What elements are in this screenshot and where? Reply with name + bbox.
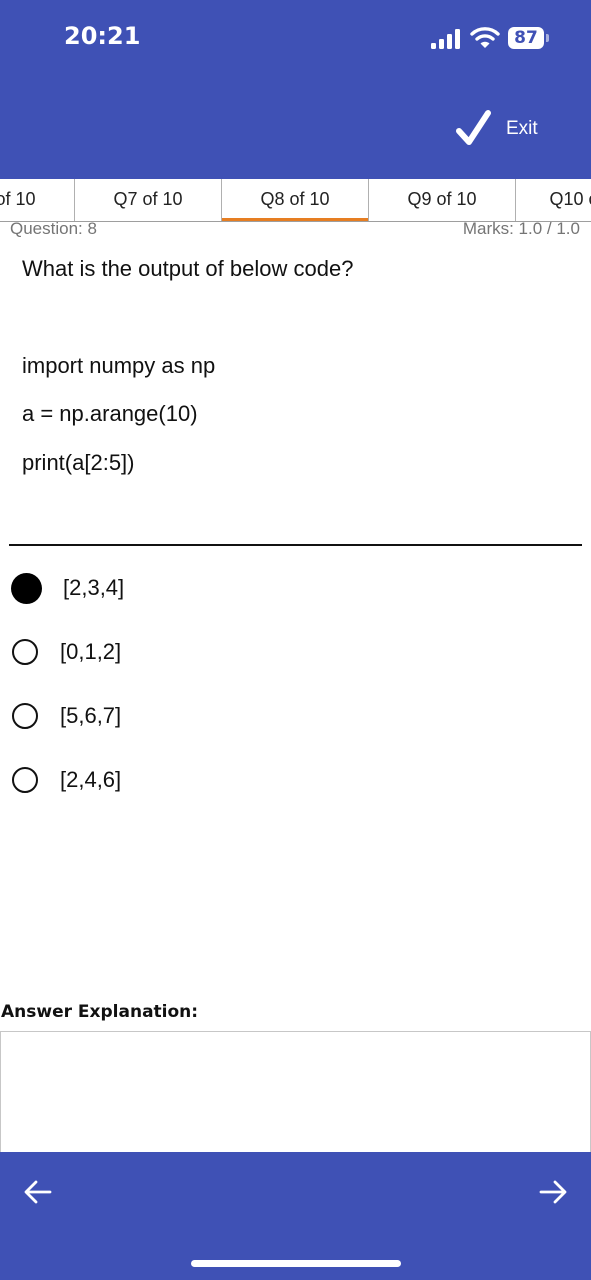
divider: [9, 544, 582, 546]
option-label: [2,4,6]: [60, 767, 122, 792]
marks-label: Marks: 1.0 / 1.0: [462, 219, 580, 238]
question-number: Question: 8: [10, 219, 97, 238]
tab-q8[interactable]: Q8 of 10: [222, 179, 369, 221]
checkmark-icon: [456, 110, 491, 145]
arrow-right-icon[interactable]: [535, 1174, 571, 1210]
question-prompt: What is the output of below code?: [22, 256, 354, 281]
answer-option-3[interactable]: [5,6,7]: [12, 698, 312, 734]
radio-button-selected[interactable]: [11, 572, 42, 604]
code-line: import numpy as np: [22, 353, 216, 378]
footer-nav: [0, 1152, 591, 1280]
answer-option-4[interactable]: [2,4,6]: [12, 762, 312, 798]
battery-tip: [546, 34, 549, 42]
home-indicator: [191, 1260, 401, 1267]
option-label: [5,6,7]: [60, 703, 122, 728]
app-header: 20:21 87 Exit: [0, 0, 591, 179]
answer-option-2[interactable]: [0,1,2]: [12, 634, 312, 670]
tab-q10[interactable]: Q10 of 10: [516, 179, 591, 221]
arrow-left-icon[interactable]: [20, 1174, 56, 1210]
status-time: 20:21: [64, 22, 141, 50]
question-tabs: Q6 of 10 Q7 of 10 Q8 of 10 Q9 of 10 Q10 …: [0, 179, 591, 222]
exit-label: Exit: [506, 118, 538, 139]
battery-level: 87: [514, 28, 538, 48]
radio-button[interactable]: [12, 767, 38, 793]
tab-q7[interactable]: Q7 of 10: [75, 179, 222, 221]
explanation-heading: Answer Explanation:: [1, 1002, 199, 1022]
option-label: [0,1,2]: [60, 639, 122, 664]
exit-button[interactable]: Exit: [456, 106, 566, 152]
tab-q6[interactable]: Q6 of 10: [0, 179, 75, 221]
radio-button[interactable]: [12, 703, 38, 729]
radio-button[interactable]: [12, 639, 38, 665]
cellular-signal-icon: [431, 29, 460, 49]
question-meta: Question: 8 Marks: 1.0 / 1.0: [0, 216, 591, 240]
code-line: a = np.arange(10): [22, 401, 198, 426]
option-label: [2,3,4]: [63, 575, 125, 600]
explanation-box: [0, 1031, 591, 1156]
code-line: print(a[2:5]): [22, 450, 135, 475]
wifi-icon: [470, 27, 500, 48]
tab-q9[interactable]: Q9 of 10: [369, 179, 516, 221]
battery-indicator: 87: [508, 27, 544, 49]
answer-option-1[interactable]: [2,3,4]: [11, 570, 312, 606]
